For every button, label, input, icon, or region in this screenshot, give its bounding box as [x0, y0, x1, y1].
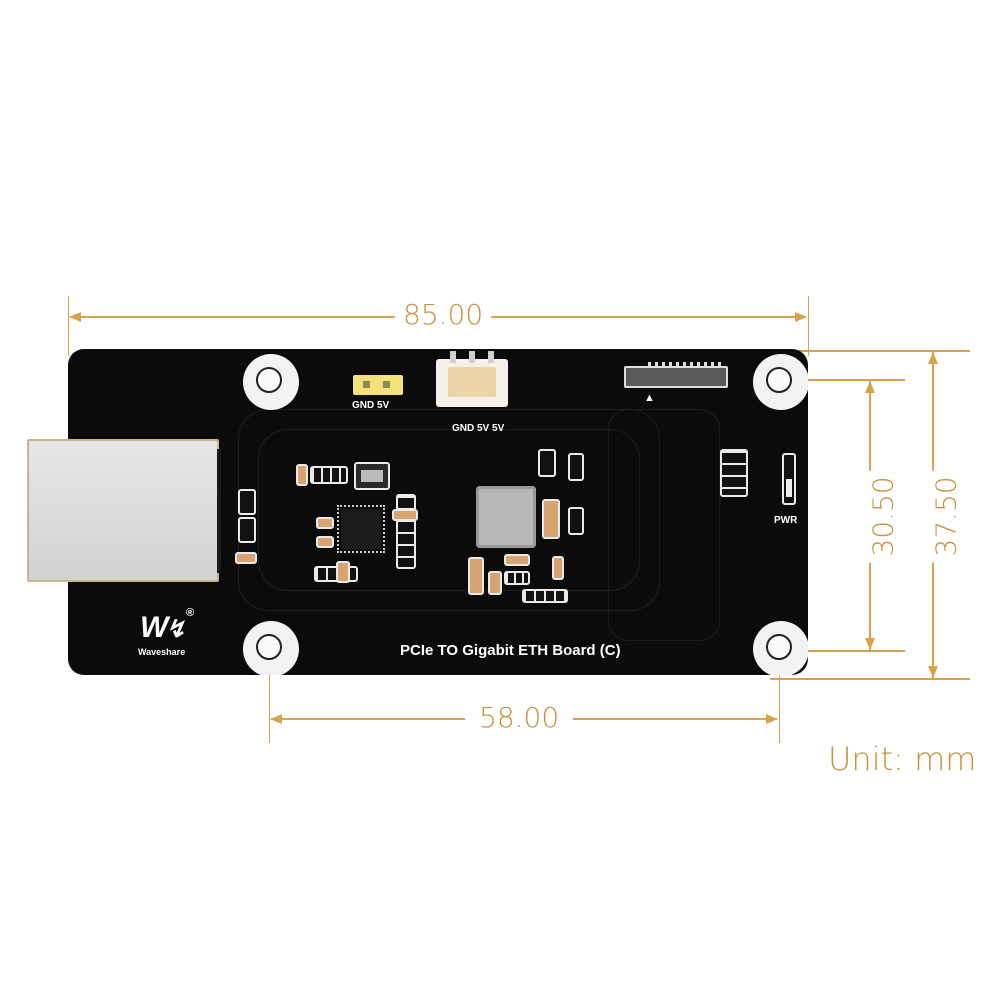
- pwr-led-label: PWR: [774, 515, 798, 526]
- hole-h-arrow-left-icon: [270, 714, 282, 724]
- smd-component: [488, 571, 502, 595]
- brand-name: Waveshare: [138, 647, 186, 657]
- connector-housing: [448, 367, 496, 397]
- smd-component: [235, 552, 257, 564]
- pcb-trace: [258, 429, 640, 591]
- height-arrow-down-icon: [928, 666, 938, 678]
- smd-component: [336, 561, 350, 583]
- smd-component-array: [720, 449, 748, 497]
- width-arrow-left-icon: [69, 312, 81, 322]
- width-arrow-right-icon: [795, 312, 807, 322]
- jst-connector-label: GND 5V 5V: [452, 423, 505, 434]
- power-header-label: GND 5V: [352, 400, 390, 411]
- pcb-board: GND 5V GND 5V 5V ▲ PWR W↯ ® Waveshare: [68, 349, 808, 675]
- smd-component: [522, 589, 568, 603]
- mounting-hole-top-right: [753, 354, 808, 410]
- height-arrow-up-icon: [928, 352, 938, 364]
- waveshare-logo-icon: W↯: [140, 611, 185, 644]
- hole-v-dimension-label: 30.50: [866, 470, 900, 563]
- mounting-hole-top-left: [243, 354, 299, 410]
- smd-component: [316, 536, 334, 548]
- rj45-ethernet-jack: [27, 439, 221, 582]
- ffc-connector: [624, 362, 728, 388]
- smd-capacitor: [468, 557, 484, 595]
- pwr-led: [782, 453, 796, 505]
- connector-pin: [469, 351, 475, 363]
- board-title: PCIe TO Gigabit ETH Board (C): [400, 642, 621, 659]
- hole-h-extension-right: [779, 655, 780, 743]
- mounting-hole-bottom-left: [243, 621, 299, 675]
- ffc-pin1-marker-icon: ▲: [644, 392, 655, 404]
- smd-component: [552, 556, 564, 580]
- power-header-2pin: [353, 375, 403, 395]
- height-extension-top: [770, 350, 970, 352]
- smd-component: [310, 466, 348, 484]
- width-extension-left: [68, 296, 69, 356]
- smd-component: [238, 489, 256, 515]
- brand-registered-mark: ®: [186, 607, 195, 619]
- hole-v-extension-top: [790, 379, 905, 381]
- smd-component-stack: [396, 494, 416, 569]
- crystal-oscillator: [354, 462, 390, 490]
- height-extension-bottom: [770, 678, 970, 680]
- smd-capacitor: [542, 499, 560, 539]
- smd-component: [568, 453, 584, 481]
- smd-component: [538, 449, 556, 477]
- unit-label: Unit: mm: [828, 740, 977, 778]
- hole-v-arrow-down-icon: [865, 638, 875, 650]
- header-pin: [363, 381, 370, 388]
- hole-v-arrow-up-icon: [865, 381, 875, 393]
- width-extension-right: [808, 296, 809, 356]
- ic-chip-qfn: [337, 505, 385, 553]
- smd-component: [392, 509, 418, 521]
- connector-pin: [488, 351, 494, 363]
- mounting-hole-bottom-right: [753, 621, 808, 675]
- smd-component: [316, 517, 334, 529]
- hole-v-extension-bottom: [790, 650, 905, 652]
- smd-component: [238, 517, 256, 543]
- jst-connector-3pin: [436, 351, 508, 407]
- hole-h-dimension-label: 58.00: [465, 701, 574, 734]
- ffc-contacts: [648, 362, 724, 367]
- rj45-shield-edge: [217, 449, 221, 573]
- smd-component: [296, 464, 308, 486]
- height-dimension-label: 37.50: [929, 470, 963, 563]
- smd-component: [568, 507, 584, 535]
- power-inductor: [476, 486, 536, 548]
- width-dimension-label: 85.00: [395, 298, 492, 331]
- pcb-trace: [608, 409, 720, 641]
- connector-pin: [450, 351, 456, 363]
- hole-h-arrow-right-icon: [766, 714, 778, 724]
- smd-component: [504, 571, 530, 585]
- header-pin: [383, 381, 390, 388]
- hole-h-extension-left: [269, 655, 270, 743]
- smd-component: [504, 554, 530, 566]
